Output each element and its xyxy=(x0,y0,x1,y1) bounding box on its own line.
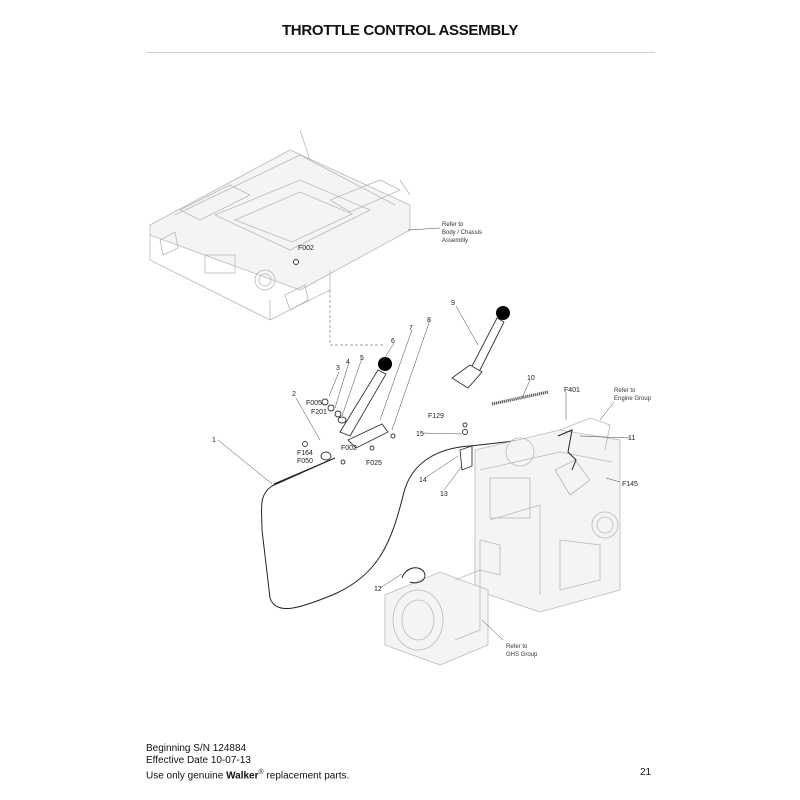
ref-ghs-group: Refer to GHS Group xyxy=(506,644,538,658)
callout-2: 2 xyxy=(292,391,296,398)
throttle-lever-upper xyxy=(451,306,510,389)
callout-12: 12 xyxy=(374,586,382,593)
body-chassis-ghost xyxy=(149,129,441,346)
code-f164: F164 xyxy=(297,450,313,457)
callout-10: 10 xyxy=(527,375,535,382)
footer-serial: Beginning S/N 124884 xyxy=(146,743,247,754)
callout-1: 1 xyxy=(212,437,216,444)
svg-text:GHS Group: GHS Group xyxy=(506,652,538,658)
code-f201: F201 xyxy=(311,409,327,416)
callout-leaders xyxy=(217,305,631,641)
ref-body-chassis: Refer to Body / Chassis Assembly xyxy=(442,222,482,244)
brand-name: Walker xyxy=(226,770,259,782)
svg-text:Refer to: Refer to xyxy=(506,644,528,650)
svg-text:Refer to: Refer to xyxy=(614,388,636,394)
ghs-ghost xyxy=(384,567,489,666)
title-divider xyxy=(146,52,655,53)
code-f005: F005 xyxy=(306,400,322,407)
code-f002-upper: F002 xyxy=(298,245,314,252)
callout-14: 14 xyxy=(419,477,427,484)
callout-8: 8 xyxy=(427,317,431,324)
callout-11: 11 xyxy=(628,435,635,442)
page-title: THROTTLE CONTROL ASSEMBLY xyxy=(281,22,519,39)
code-f002-lower: F002 xyxy=(341,445,357,452)
code-f025: F025 xyxy=(366,460,382,467)
throttle-cable xyxy=(260,435,559,610)
code-f145: F145 xyxy=(622,481,638,488)
svg-text:Assembly: Assembly xyxy=(442,238,468,244)
callout-3: 3 xyxy=(336,365,340,372)
svg-text:Engine Group: Engine Group xyxy=(614,396,652,402)
code-f401: F401 xyxy=(564,387,580,394)
svg-text:Body / Chassis: Body / Chassis xyxy=(442,230,482,236)
callout-13: 13 xyxy=(440,491,448,498)
callout-7: 7 xyxy=(409,325,413,332)
svg-text:Refer to: Refer to xyxy=(442,222,464,228)
code-f129: F129 xyxy=(428,413,444,420)
ref-engine-group: Refer to Engine Group xyxy=(614,388,652,402)
spring xyxy=(491,390,549,406)
throttle-lever-assembly xyxy=(302,357,396,465)
callout-6: 6 xyxy=(391,338,395,345)
callout-9: 9 xyxy=(451,300,455,307)
code-f050: F050 xyxy=(297,458,313,465)
callout-15: 15 xyxy=(416,431,424,438)
callout-5: 5 xyxy=(360,355,364,362)
callout-4: 4 xyxy=(346,359,350,366)
footer-effective-date: Effective Date 10-07-13 xyxy=(146,755,251,766)
page-number: 21 xyxy=(640,767,652,778)
engine-ghost xyxy=(474,417,621,613)
footer-genuine-parts: Use only genuine Walker® replacement par… xyxy=(146,769,350,782)
